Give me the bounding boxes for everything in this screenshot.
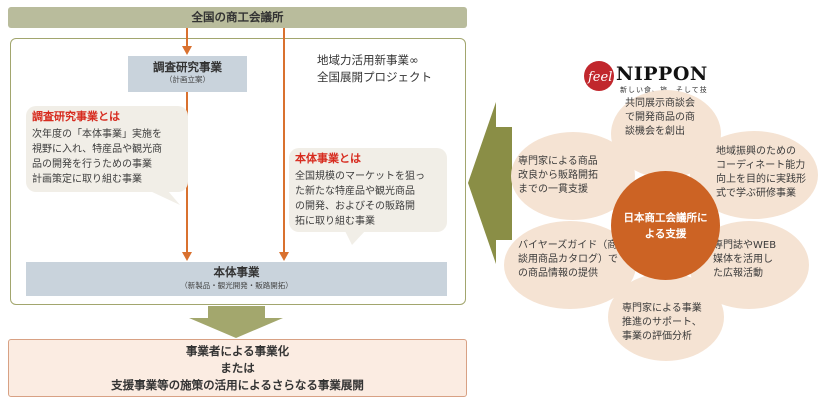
petal-upper-left-text: 専門家による商品 改良から販路開拓 までの一貫支援 <box>518 156 598 195</box>
main-callout-body: 全国規模のマーケットを狙っ た新たな特産品や観光商品 の開発、およびその販路開 … <box>295 171 425 227</box>
research-box: 調査研究事業 （計画立案） <box>128 56 247 92</box>
main-callout-title: 本体事業とは <box>295 152 361 165</box>
feel-nippon-logo: feel NIPPON 新しい食、旅、そして技 <box>582 56 742 96</box>
petal-upper-right <box>690 131 818 219</box>
research-callout-title: 調査研究事業とは <box>32 110 120 123</box>
research-callout: 調査研究事業とは 次年度の「本体事業」実施を 視野に入れ、特産品や観光商 品の開… <box>26 106 188 192</box>
center-support-circle: 日本商工会議所に よる支援 <box>611 171 720 280</box>
main-callout: 本体事業とは 全国規模のマーケットを狙っ た新たな特産品や観光商品 の開発、およ… <box>289 148 447 232</box>
petal-bottom-text: 専門家による事業 推進のサポート、 事業の評価分析 <box>622 303 702 342</box>
petal-lower-left-text: バイヤーズガイド（商 談用商品カタログ）で の商品情報の提供 <box>518 240 618 279</box>
project-title: 地域力活用新事業∞ 全国展開プロジェクト <box>317 53 432 84</box>
research-box-title: 調査研究事業 <box>153 60 222 74</box>
petal-upper-left <box>511 132 635 220</box>
main-box-title: 本体事業 <box>213 265 260 279</box>
top-bar: 全国の商工会議所 <box>8 7 467 28</box>
research-callout-body: 次年度の「本体事業」実施を 視野に入れ、特産品や観光商 品の開発を行うための事業… <box>32 129 163 185</box>
outcome-box: 事業者による事業化 または 支援事業等の施策の活用によるさらなる事業展開 <box>8 339 467 397</box>
logo-tagline: 新しい食、旅、そして技 <box>620 85 708 94</box>
outcome-line-2: または <box>220 361 255 375</box>
petal-top <box>611 90 721 178</box>
petal-top-text: 共同展示商談会 で開発商品の商 談機会を創出 <box>625 98 695 137</box>
petal-bottom <box>608 273 724 361</box>
logo-nippon-text: NIPPON <box>616 63 708 85</box>
outcome-line-3: 支援事業等の施策の活用によるさらなる事業展開 <box>111 378 364 392</box>
outcome-line-1: 事業者による事業化 <box>185 344 290 358</box>
petal-lower-right-text: 専門誌やWEB 媒体を活用し た広報活動 <box>713 240 777 279</box>
main-box-subtitle: （新製品・観光開発・販路開拓） <box>180 281 293 290</box>
logo-red-disc <box>584 61 614 91</box>
main-business-box: 本体事業 （新製品・観光開発・販路開拓） <box>26 262 447 296</box>
logo-feel-text: feel <box>587 70 612 85</box>
petal-lower-left <box>504 221 636 309</box>
research-box-subtitle: （計画立案） <box>165 75 210 84</box>
petal-lower-right <box>689 221 809 309</box>
feel-nippon-logo-graphic: feel NIPPON 新しい食、旅、そして技 <box>584 61 708 94</box>
petal-upper-right-text: 地域振興のための コーディネート能力 向上を目的に実践形 式で学ぶ研修事業 <box>716 146 806 199</box>
